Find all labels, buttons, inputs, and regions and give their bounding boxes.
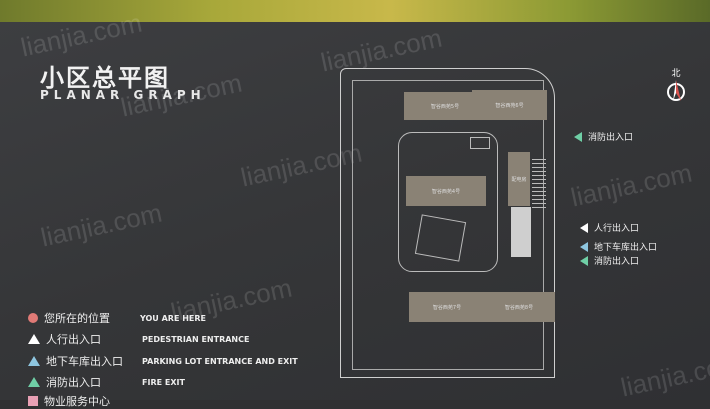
hedge-background	[0, 0, 710, 24]
power-room: 配电房	[508, 152, 530, 206]
legend-en: PARKING LOT ENTRANCE AND EXIT	[142, 356, 298, 366]
building-8: 智谷西苑8号	[483, 292, 555, 322]
entrance-parking: 地下车库出入口	[580, 240, 657, 253]
building-7: 智谷西苑7号	[409, 292, 485, 322]
page-title: 小区总平图	[40, 64, 170, 92]
triangle-island	[470, 137, 490, 149]
entrance-fire-east: 消防出入口	[580, 254, 639, 267]
legend-zh: 地下车库出入口	[46, 355, 123, 368]
north-arrow-icon	[667, 80, 685, 101]
white-triangle-icon	[580, 222, 588, 233]
entrance-fire-north: 消防出入口	[574, 130, 633, 143]
legend-en: PEDESTRIAN ENTRANCE	[142, 334, 250, 344]
entrance-pedestrian: 人行出入口	[580, 221, 639, 234]
north-label: 北	[671, 69, 681, 79]
pink-square-icon	[28, 396, 38, 406]
legend-en: YOU ARE HERE	[140, 313, 206, 323]
green-triangle-icon	[28, 377, 40, 387]
ramp	[511, 207, 531, 257]
inner-road	[352, 80, 544, 370]
page-subtitle: PLANAR GRAPH	[40, 88, 206, 102]
inner-ring-road	[398, 132, 498, 272]
entrance-label: 人行出入口	[594, 224, 640, 234]
green-triangle-icon	[580, 255, 588, 266]
legend-property-service: 物业服务中心	[28, 393, 140, 409]
legend-zh: 您所在的位置	[44, 312, 110, 325]
building-6: 智谷西苑6号	[472, 90, 547, 120]
central-garden	[414, 214, 467, 262]
blue-triangle-icon	[580, 241, 588, 252]
green-triangle-icon	[574, 131, 582, 142]
compass: 北	[664, 66, 688, 106]
legend-pedestrian: 人行出入口 PEDESTRIAN ENTRANCE	[28, 331, 249, 347]
white-triangle-icon	[28, 334, 40, 344]
site-boundary	[340, 68, 555, 378]
parking-stalls	[532, 158, 546, 208]
red-dot-icon	[28, 313, 38, 323]
legend-zh: 人行出入口	[46, 333, 101, 346]
entrance-label: 消防出入口	[594, 257, 640, 267]
blue-triangle-icon	[28, 356, 40, 366]
entrance-label: 消防出入口	[588, 133, 634, 143]
legend-en: FIRE EXIT	[142, 377, 185, 387]
legend-you-are-here: 您所在的位置 YOU ARE HERE	[28, 310, 206, 326]
legend-zh: 物业服务中心	[44, 395, 110, 408]
legend-parking: 地下车库出入口 PARKING LOT ENTRANCE AND EXIT	[28, 353, 298, 369]
legend-fire-exit: 消防出入口 FIRE EXIT	[28, 374, 185, 390]
entrance-label: 地下车库出入口	[594, 243, 658, 253]
legend-zh: 消防出入口	[46, 376, 101, 389]
building-4: 智谷西苑4号	[406, 176, 486, 206]
